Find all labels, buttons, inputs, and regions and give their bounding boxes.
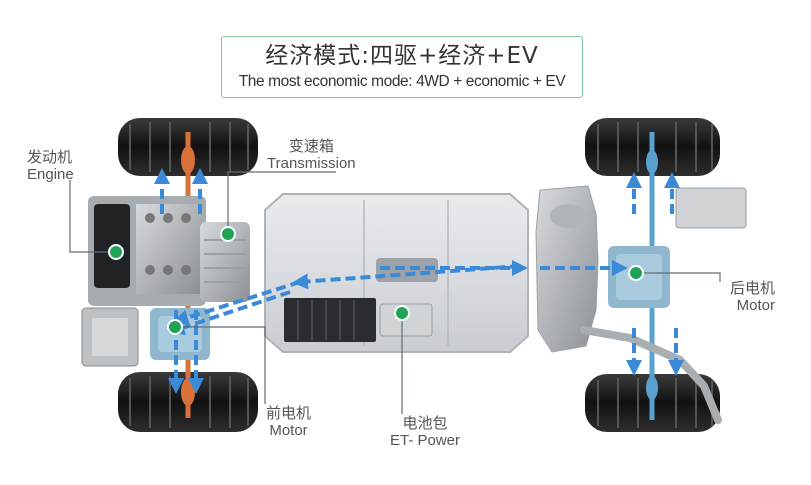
- transmission-label: 变速箱 Transmission: [267, 137, 356, 173]
- battery-marker: [394, 305, 410, 321]
- mode-title-en: The most economic mode: 4WD + economic +…: [238, 73, 566, 90]
- rear-motor-label-en: Motor: [736, 297, 776, 314]
- engine-label: 发动机 Engine: [27, 148, 74, 184]
- transmission-label-cn: 变速箱: [288, 137, 334, 155]
- mode-title-cn: 经济模式:四驱+经济+EV: [265, 43, 539, 69]
- rear-motor-label: 后电机 Motor: [730, 279, 775, 315]
- engine-marker: [108, 244, 124, 260]
- transmission-label-en: Transmission: [267, 155, 356, 172]
- front-motor-marker: [167, 319, 183, 335]
- battery-label-en: ET- Power: [390, 432, 461, 449]
- front-motor-label: 前电机 Motor: [266, 404, 311, 440]
- engine-block: [88, 196, 206, 306]
- transmission-unit: [200, 222, 250, 302]
- battery-label: 电池包 ET- Power: [390, 414, 460, 450]
- engine-label-en: Engine: [27, 166, 74, 183]
- rear-control-box: [675, 187, 747, 229]
- front-motor-unit: [150, 308, 210, 360]
- green-markers: [108, 226, 644, 335]
- mode-title-box: 经济模式:四驱+经济+EV The most economic mode: 4W…: [221, 36, 583, 98]
- front-motor-label-cn: 前电机: [266, 404, 312, 422]
- front-motor-label-en: Motor: [269, 422, 308, 439]
- energy-flow-arrows: [154, 168, 684, 394]
- battery-label-cn: 电池包: [402, 414, 448, 432]
- engine-label-cn: 发动机: [27, 148, 73, 166]
- rear-motor-marker: [628, 265, 644, 281]
- rear-motor-label-cn: 后电机: [730, 279, 776, 297]
- transmission-marker: [220, 226, 236, 242]
- front-inverter: [81, 307, 139, 367]
- leader-lines: [69, 171, 721, 414]
